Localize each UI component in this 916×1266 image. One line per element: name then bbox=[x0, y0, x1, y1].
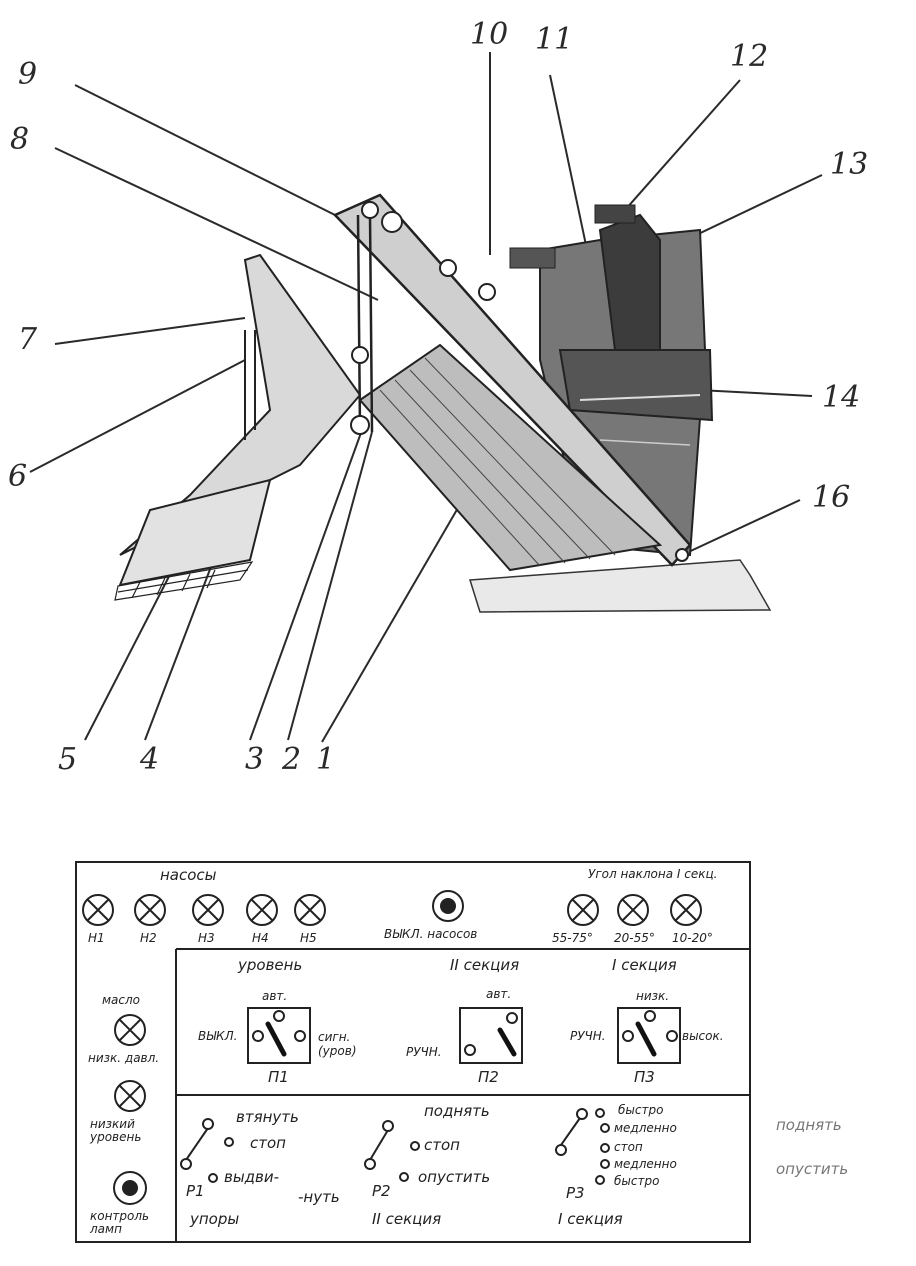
lamp-h4 bbox=[246, 894, 278, 926]
r2-up: поднять bbox=[424, 1102, 490, 1120]
p1-name: П1 bbox=[268, 1068, 289, 1086]
switch-p3[interactable] bbox=[618, 1008, 680, 1063]
boom-section-1 bbox=[332, 193, 692, 567]
lamp-check-label: контроль ламп bbox=[90, 1209, 150, 1237]
r1-stop: стоп bbox=[250, 1134, 286, 1152]
leader-8 bbox=[54, 147, 379, 301]
r3-name: Р3 bbox=[566, 1184, 585, 1202]
p1-title: уровень bbox=[238, 956, 303, 974]
r1-retract: втянуть bbox=[236, 1108, 299, 1126]
callout-11: 11 bbox=[535, 22, 574, 57]
lamp-low-level bbox=[114, 1080, 146, 1112]
pumps-off-label: ВЫКЛ. насосов bbox=[384, 927, 478, 941]
r3-fast-2: быстро bbox=[614, 1174, 660, 1188]
r3-slow-2: медленно bbox=[614, 1157, 677, 1171]
callout-3: 3 bbox=[245, 742, 265, 777]
angle-header: Угол наклона I секц. bbox=[588, 867, 718, 881]
leader-12 bbox=[624, 79, 741, 211]
r1-caption: упоры bbox=[190, 1210, 240, 1228]
angle-label-2: 20-55° bbox=[614, 931, 655, 945]
pump-label-h3: Н3 bbox=[198, 931, 215, 945]
comb bbox=[114, 561, 254, 601]
lamp-low-pressure bbox=[114, 1014, 146, 1046]
callout-5: 5 bbox=[58, 742, 78, 777]
r1-extend-2: -нуть bbox=[298, 1188, 340, 1206]
leader-3 bbox=[249, 429, 363, 741]
callout-2: 2 bbox=[282, 742, 302, 777]
ground bbox=[469, 559, 772, 613]
pump-label-h4: Н4 bbox=[252, 931, 269, 945]
leader-2 bbox=[287, 431, 373, 741]
r3-slow-1: медленно bbox=[614, 1121, 677, 1135]
p1-auto: авт. bbox=[262, 989, 288, 1003]
callout-16: 16 bbox=[812, 480, 851, 515]
lamp-h2 bbox=[134, 894, 166, 926]
p3-title: I секция bbox=[612, 956, 677, 974]
callout-7: 7 bbox=[18, 322, 38, 357]
r2-stop: стоп bbox=[424, 1136, 460, 1154]
switch-p1[interactable] bbox=[248, 1008, 310, 1063]
leader-16 bbox=[681, 499, 801, 556]
callout-14: 14 bbox=[822, 380, 861, 415]
lamp-check-button[interactable] bbox=[114, 1172, 146, 1204]
machine-drawing bbox=[29, 52, 823, 743]
low-pressure-label: низк. давл. bbox=[88, 1051, 160, 1065]
r1-extend-1: выдви- bbox=[224, 1168, 280, 1186]
lever-r3[interactable] bbox=[552, 1106, 612, 1188]
switch-p2[interactable] bbox=[460, 1008, 522, 1063]
p3-low: низк. bbox=[636, 989, 670, 1003]
pump-label-h1: Н1 bbox=[88, 931, 105, 945]
p3-high: высок. bbox=[682, 1029, 724, 1043]
angle-label-3: 10-20° bbox=[672, 931, 713, 945]
roof-panel bbox=[358, 343, 663, 572]
r2-name: Р2 bbox=[372, 1182, 391, 1200]
leader-9 bbox=[74, 84, 356, 226]
callout-1: 1 bbox=[316, 742, 336, 777]
pump-label-h5: Н5 bbox=[300, 931, 317, 945]
callout-13: 13 bbox=[830, 147, 869, 182]
p1-signal: сигн. (уров) bbox=[318, 1030, 357, 1059]
p1-off: ВЫКЛ. bbox=[198, 1029, 238, 1043]
callout-9: 9 bbox=[18, 57, 38, 92]
r3-fast-1: быстро bbox=[618, 1103, 664, 1117]
callout-6: 6 bbox=[8, 459, 28, 494]
leader-5 bbox=[84, 554, 181, 741]
angle-label-1: 55-75° bbox=[552, 931, 593, 945]
lever-r1[interactable] bbox=[178, 1115, 234, 1175]
p3-manual: РУЧН. bbox=[570, 1029, 606, 1043]
leader-6 bbox=[29, 359, 246, 473]
callout-8: 8 bbox=[10, 122, 30, 157]
lamp-angle-2 bbox=[617, 894, 649, 926]
leader-1 bbox=[321, 469, 481, 743]
pumps-header: насосы bbox=[160, 866, 217, 884]
callout-12: 12 bbox=[730, 39, 769, 74]
r1-name: Р1 bbox=[186, 1182, 205, 1200]
lamp-angle-3 bbox=[670, 894, 702, 926]
side-lower-label: опустить bbox=[776, 1160, 849, 1178]
r3-caption: I секция bbox=[558, 1210, 623, 1228]
r3-stop: стоп bbox=[614, 1140, 643, 1154]
p2-title: II секция bbox=[450, 956, 520, 974]
pumps-off-button[interactable] bbox=[432, 890, 464, 922]
lamp-h5 bbox=[294, 894, 326, 926]
oil-label: масло bbox=[102, 993, 141, 1007]
low-level-label: низкий уровень bbox=[90, 1117, 142, 1145]
callout-4: 4 bbox=[140, 742, 160, 777]
p2-name: П2 bbox=[478, 1068, 499, 1086]
p3-name: П3 bbox=[634, 1068, 655, 1086]
pump-label-h2: Н2 bbox=[140, 931, 157, 945]
callout-10: 10 bbox=[470, 17, 509, 52]
r2-caption: II секция bbox=[372, 1210, 442, 1228]
p2-auto: авт. bbox=[486, 987, 512, 1001]
lamp-angle-1 bbox=[567, 894, 599, 926]
leader-7 bbox=[54, 317, 246, 345]
lever-r2[interactable] bbox=[362, 1118, 422, 1180]
r2-down: опустить bbox=[418, 1168, 491, 1186]
lamp-h1 bbox=[82, 894, 114, 926]
p2-manual: РУЧН. bbox=[406, 1045, 442, 1059]
side-raise-label: поднять bbox=[776, 1116, 842, 1134]
lamp-h3 bbox=[192, 894, 224, 926]
